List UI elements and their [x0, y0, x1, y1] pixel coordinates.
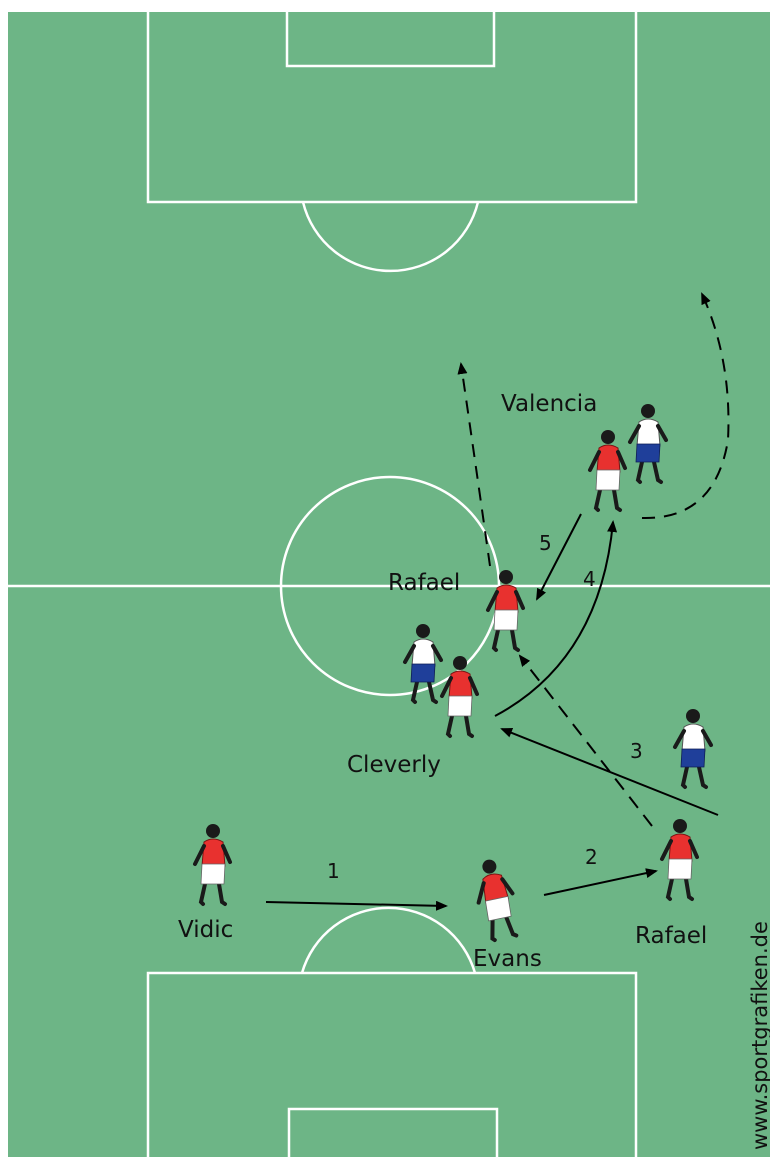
- step-1-label: 1: [327, 859, 340, 883]
- bottom-goal-area: [287, 1107, 499, 1157]
- label-cleverly: Cleverly: [347, 752, 441, 778]
- label-valencia: Valencia: [501, 391, 597, 417]
- pass-2-arrow: [543, 868, 658, 896]
- top-penalty-area: [146, 12, 638, 204]
- label-vidic: Vidic: [178, 917, 233, 943]
- step-2-label: 2: [585, 845, 598, 869]
- pass-arrows: [265, 292, 730, 911]
- label-rafael-right: Rafael: [635, 923, 707, 949]
- run-rafael-forward-arrow: [518, 654, 653, 827]
- watermark-text: www.sportgrafiken.de: [748, 921, 770, 1150]
- pass-5-arrow: [536, 513, 582, 601]
- top-penalty-arc: [301, 201, 480, 273]
- run-rafael-upfield-arrow: [457, 362, 491, 567]
- pass-1-arrow: [265, 900, 448, 911]
- bottom-penalty-area: [146, 971, 638, 1157]
- bottom-penalty-arc: [300, 906, 477, 974]
- top-goal-area: [285, 12, 496, 68]
- pitch-markings: [8, 12, 770, 1157]
- label-rafael-center: Rafael: [388, 570, 460, 596]
- step-3-label: 3: [630, 739, 643, 763]
- pass-3-arrow: [500, 728, 719, 816]
- step-4-label: 4: [583, 567, 596, 591]
- center-circle: [279, 475, 501, 697]
- label-evans: Evans: [473, 946, 542, 972]
- step-5-label: 5: [539, 531, 552, 555]
- pass-4-arrow: [494, 520, 618, 717]
